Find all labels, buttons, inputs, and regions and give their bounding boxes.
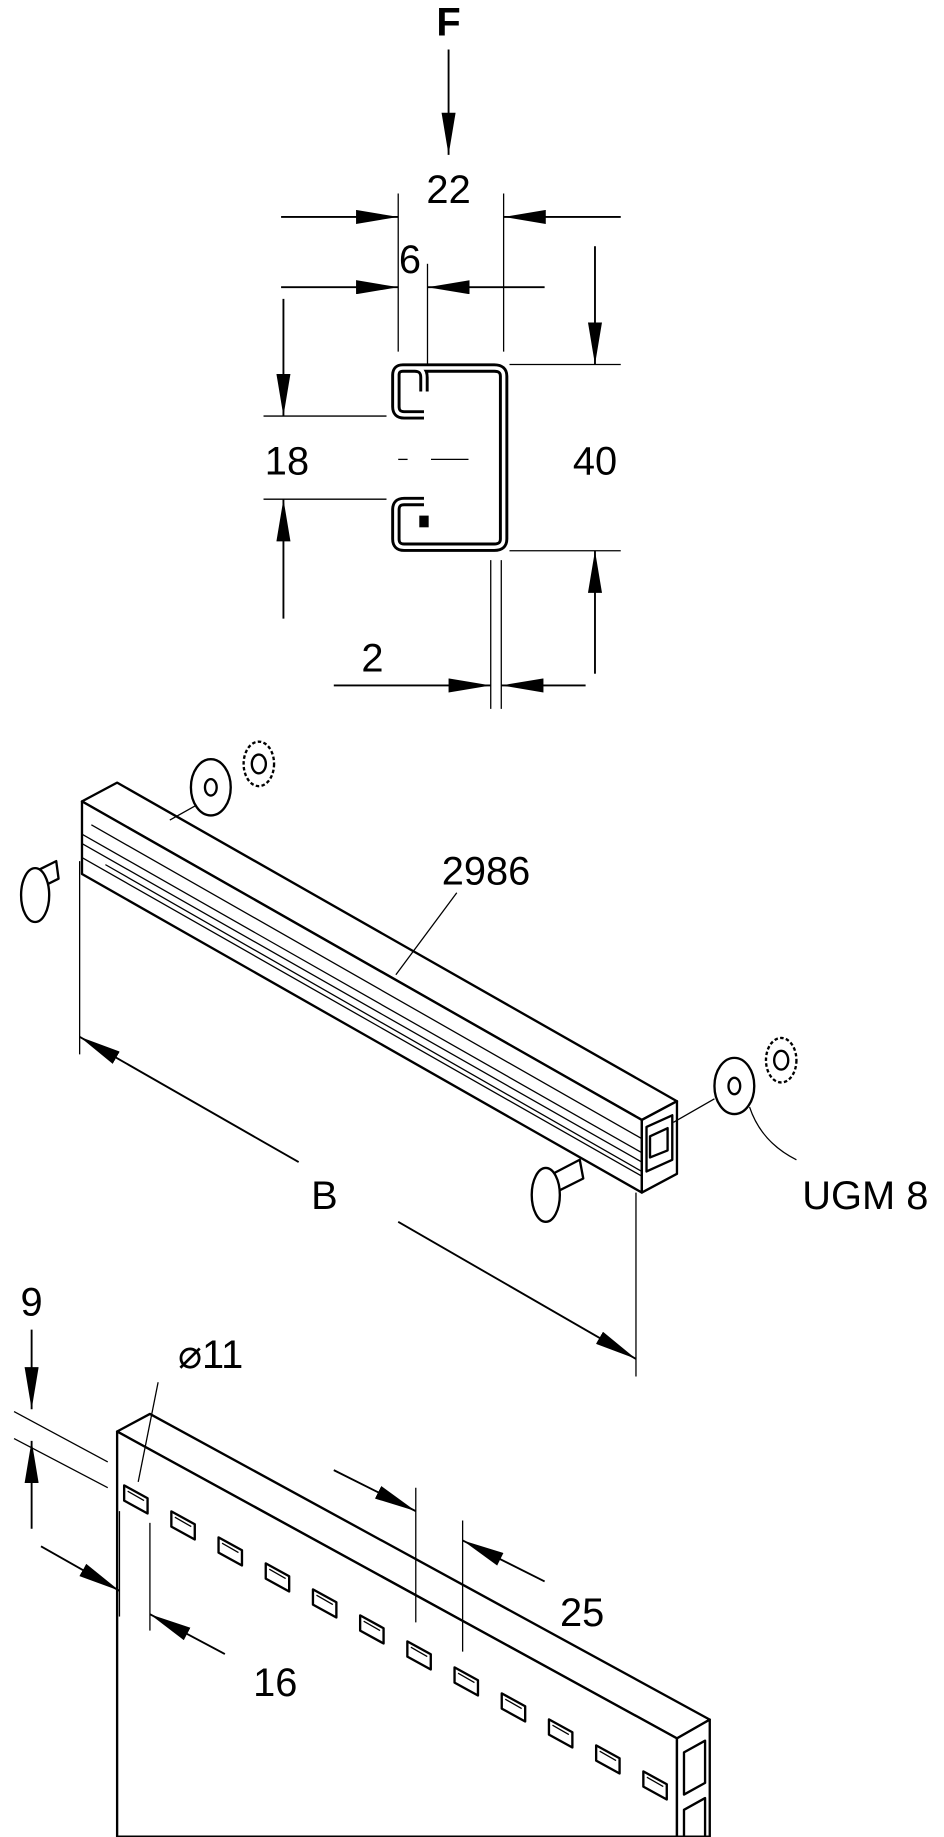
slot-hole-edge <box>221 1542 239 1554</box>
extension-line <box>13 1411 109 1463</box>
leader-line <box>748 1106 797 1161</box>
rail-end-inner <box>648 1126 669 1159</box>
perforated-rail: 9 ⌀11 25 16 <box>13 1281 711 1837</box>
bolt-left-head <box>19 866 51 924</box>
c-channel-profile <box>391 363 509 552</box>
slot-hole-edge <box>127 1490 145 1502</box>
nut-hole <box>250 753 268 775</box>
slot-hole-edge <box>316 1594 334 1606</box>
slot-hole-edge <box>363 1620 381 1632</box>
width-b-label: B <box>311 1174 338 1218</box>
dim-arrow <box>333 1469 417 1512</box>
assembly-axis <box>673 1098 715 1123</box>
dim-arrow <box>462 1539 546 1583</box>
end-opening <box>682 1739 707 1796</box>
slot-hole-edge <box>410 1646 428 1658</box>
assembly-axis <box>169 803 200 821</box>
edge-distance-label: 16 <box>253 1661 297 1705</box>
slot-hole-edge <box>552 1724 570 1736</box>
pitch-label: 25 <box>560 1591 604 1635</box>
width-dimension-label: 22 <box>426 168 470 212</box>
rail-front-face <box>80 800 643 1194</box>
dim-arrow <box>79 1035 300 1163</box>
leader-line <box>137 1382 159 1482</box>
rail-slot-lines <box>81 824 643 1177</box>
opening-dimension-label: 18 <box>265 440 309 484</box>
height-dimension-label: 40 <box>573 440 617 484</box>
bolt-right-head <box>530 1166 562 1224</box>
slot-dimension-label: 6 <box>399 238 421 282</box>
washer-hole <box>203 777 218 797</box>
leader-line <box>395 892 458 976</box>
thickness-dimension-label: 2 <box>361 636 383 680</box>
dim-arrow <box>397 1221 637 1360</box>
hole-diameter-label: ⌀11 <box>178 1333 243 1377</box>
rail-slot-lines <box>81 833 643 1154</box>
extension-line <box>13 1437 109 1489</box>
slot-hole-edge <box>599 1750 617 1762</box>
hardware-label: UGM 8 <box>802 1174 928 1218</box>
dim-arrow <box>40 1545 120 1592</box>
dim-arrow <box>149 1613 226 1655</box>
slot-hole-edge <box>174 1516 192 1528</box>
slot-hole-edge <box>504 1698 522 1710</box>
washer-hole <box>727 1076 742 1096</box>
offset-label: 9 <box>21 1281 43 1325</box>
rail-assembly: 2986 B UGM 8 <box>19 740 928 1377</box>
slot-hole-edge <box>268 1568 286 1580</box>
slot-holes <box>122 1484 668 1801</box>
rail-top-face <box>80 781 679 1122</box>
c-channel-profile-inner <box>394 366 506 549</box>
nut-hole <box>773 1049 790 1071</box>
slot-hole-edge <box>457 1672 475 1684</box>
length-label: 2986 <box>442 850 531 894</box>
slot-hole-edge <box>646 1776 664 1788</box>
force-label: F <box>436 0 460 44</box>
profile-section: F 22 6 18 40 2 <box>263 0 621 709</box>
